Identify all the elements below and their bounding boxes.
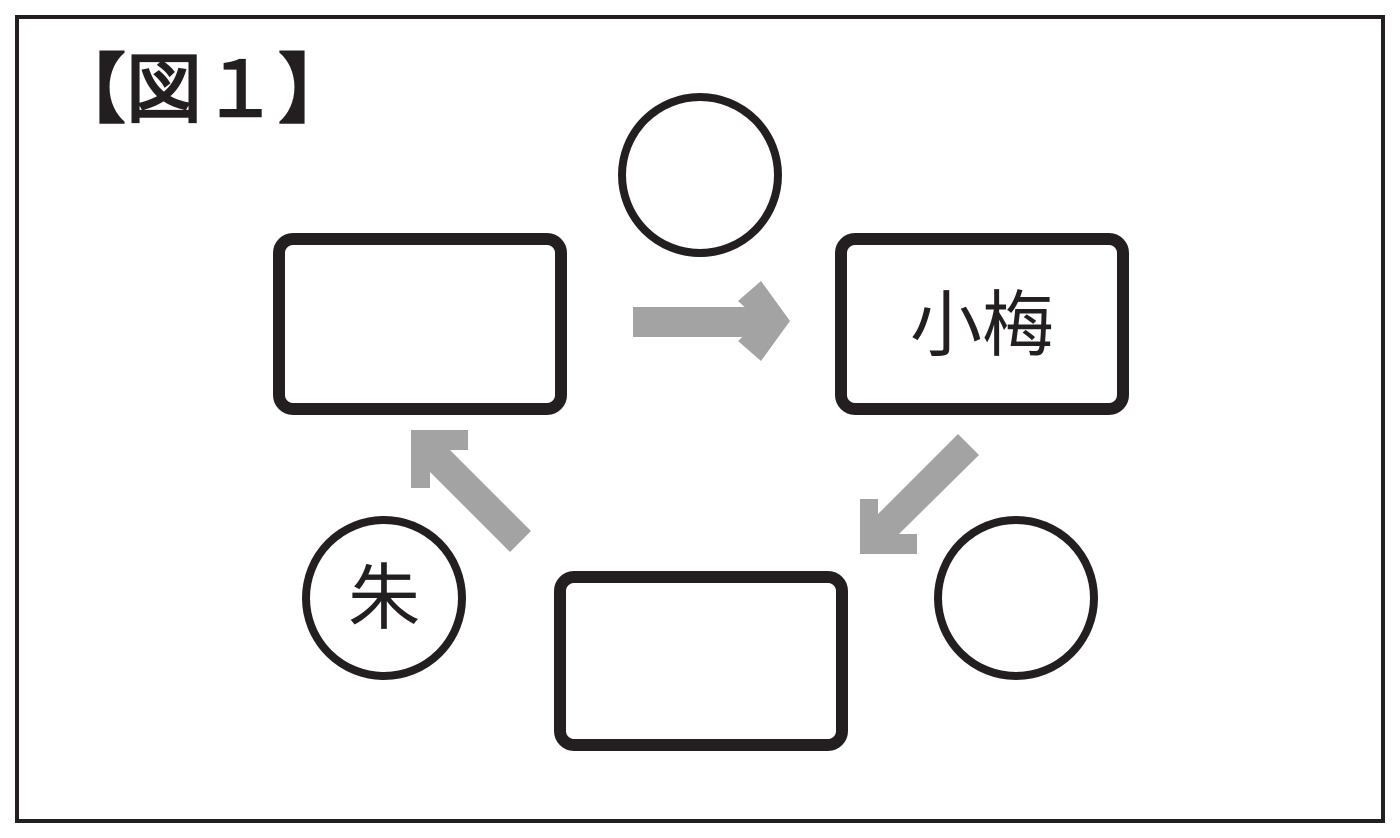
arrow-right (633, 281, 790, 361)
arrow-up-left (411, 430, 531, 552)
box-top-right: 小梅 (835, 233, 1129, 415)
box-top-right-label: 小梅 (910, 283, 1054, 367)
figure-title: 【図１】 (50, 45, 354, 134)
circle-bottom-left: 朱 (302, 516, 466, 680)
circle-bottom-right (934, 516, 1098, 680)
arrow-down-left (860, 434, 979, 554)
box-top-left (273, 233, 567, 415)
circle-bottom-left-label: 朱 (348, 556, 420, 640)
circle-top (618, 93, 782, 257)
box-bottom (554, 571, 848, 751)
